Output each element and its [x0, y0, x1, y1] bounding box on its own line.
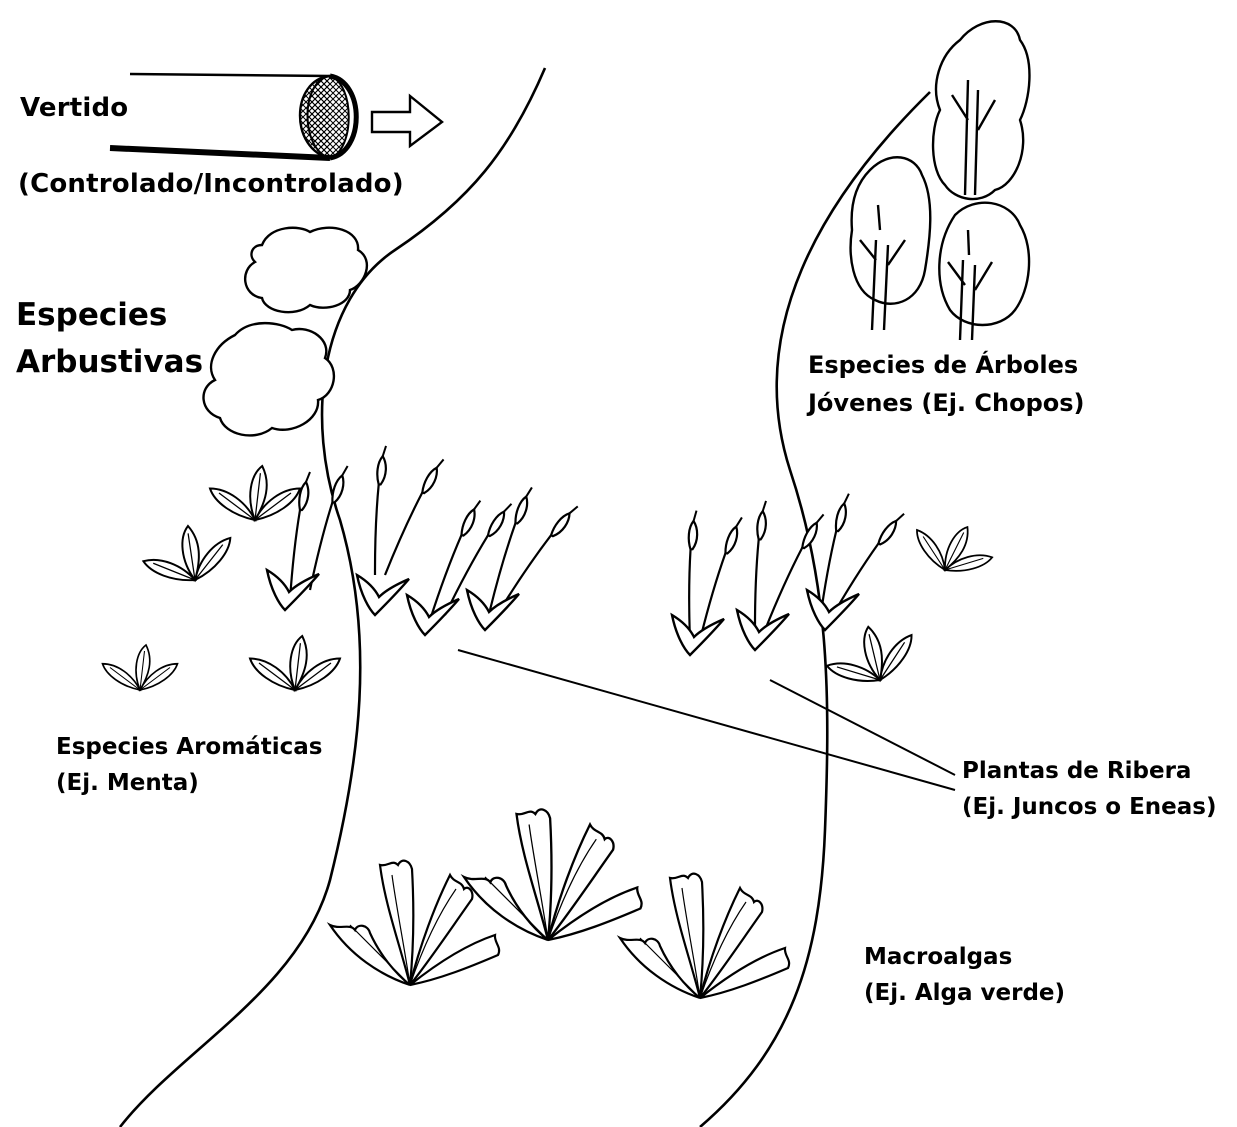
macroalgae [330, 809, 789, 998]
label-macroalgas: Macroalgas (Ej. Alga verde) [864, 940, 1065, 1011]
discharge-pipe [110, 74, 356, 158]
label-ribera-line1: Plantas de Ribera [962, 754, 1217, 790]
label-vertido-title: Vertido [20, 92, 128, 125]
label-vertido-type: (Controlado/Incontrolado) [18, 168, 404, 201]
label-aromaticas: Especies Aromáticas (Ej. Menta) [56, 730, 322, 801]
label-arbustivas-line1: Especies [16, 292, 203, 339]
label-arbustivas-line2: Arbustivas [16, 339, 203, 386]
label-aromaticas-line1: Especies Aromáticas [56, 730, 322, 766]
label-ribera: Plantas de Ribera (Ej. Juncos o Eneas) [962, 754, 1217, 825]
label-arboles-line2: Jóvenes (Ej. Chopos) [808, 384, 1085, 422]
label-arbustivas: Especies Arbustivas [16, 292, 203, 385]
shrubs [204, 228, 367, 436]
label-ribera-line2: (Ej. Juncos o Eneas) [962, 790, 1217, 826]
left-reeds [267, 446, 578, 635]
aromatic-plants [103, 466, 1000, 695]
label-aromaticas-line2: (Ej. Menta) [56, 766, 322, 802]
label-arboles-line1: Especies de Árboles [808, 346, 1085, 384]
flow-arrow [372, 96, 442, 146]
label-macroalgas-line1: Macroalgas [864, 940, 1065, 976]
poplar-trees [851, 21, 1030, 340]
label-arboles: Especies de Árboles Jóvenes (Ej. Chopos) [808, 346, 1085, 423]
label-vertido-subtitle: (Controlado/Incontrolado) [18, 168, 404, 201]
leader-line-right-reeds [770, 680, 955, 775]
label-vertido: Vertido [20, 92, 128, 125]
label-macroalgas-line2: (Ej. Alga verde) [864, 976, 1065, 1012]
